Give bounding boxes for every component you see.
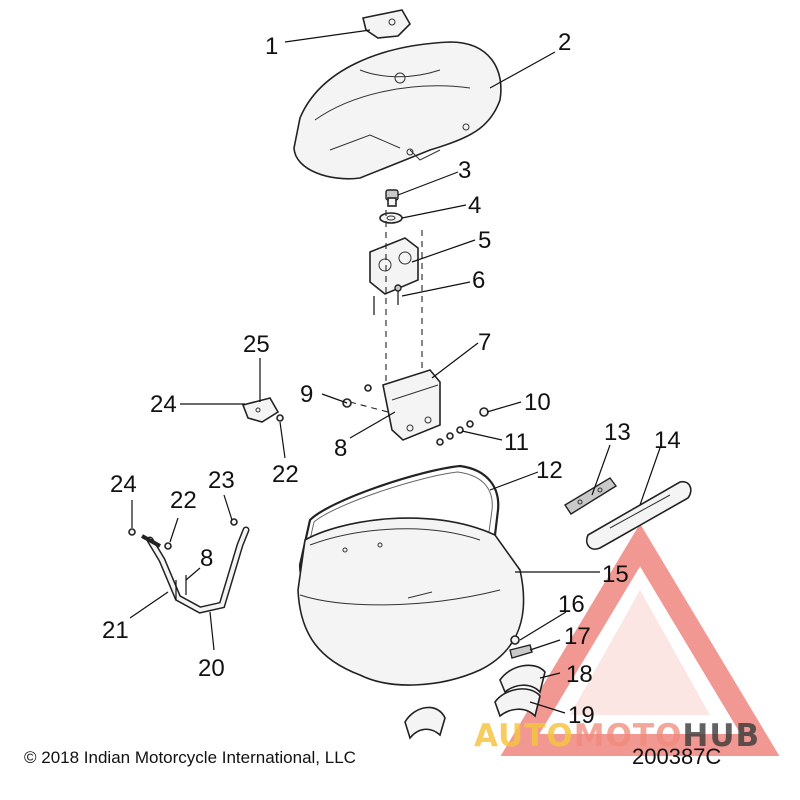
callout-6: 6: [472, 267, 485, 294]
part-15-saddlebag-body: [297, 517, 525, 686]
part-25-bracket: [241, 397, 284, 423]
watermark-part-auto: AUTO: [474, 718, 574, 754]
part-21-mount-arm: [128, 528, 172, 550]
watermark-logo-text: AUTOMOTOHUB: [474, 718, 760, 754]
watermark-part-hub: HUB: [682, 718, 761, 754]
callout-25: 25: [243, 331, 270, 358]
watermark-part-moto: MOTO: [573, 718, 683, 754]
callout-12: 12: [536, 457, 563, 484]
part-13-reflector: [564, 477, 618, 515]
part-1-lid-cap: [362, 9, 411, 39]
callout-11: 11: [504, 429, 529, 456]
callout-17: 17: [564, 623, 591, 650]
callout-2: 2: [558, 29, 571, 56]
callout-9: 9: [300, 381, 313, 408]
watermark-triangle: [500, 523, 780, 756]
copyright-notice: © 2018 Indian Motorcycle International, …: [24, 748, 356, 767]
diagram-code: 200387C: [632, 744, 722, 769]
callout-4: 4: [468, 192, 481, 219]
callout-16: 16: [558, 591, 585, 618]
part-18-clip: [499, 664, 546, 694]
part-17-plate: [509, 644, 533, 659]
callout-8b: 8: [200, 545, 213, 572]
callout-8: 8: [334, 435, 347, 462]
part-20-mount-bracket: [146, 526, 250, 614]
callout-20: 20: [198, 655, 225, 682]
callout-7: 7: [478, 329, 491, 356]
callout-15: 15: [602, 561, 629, 588]
callout-10: 10: [524, 389, 551, 416]
part-3-knob: [385, 189, 399, 207]
callout-5: 5: [478, 227, 491, 254]
part-9-screw: [342, 384, 372, 408]
part-10-screw: [479, 407, 489, 417]
part-19-clip: [494, 688, 541, 718]
part-14-trim: [585, 480, 692, 550]
part-7-latch-bracket: [382, 369, 441, 441]
callout-13: 13: [604, 419, 631, 446]
part-2-saddlebag-lid: [293, 41, 502, 180]
callout-22b: 22: [170, 487, 197, 514]
callout-1: 1: [265, 33, 278, 60]
callout-18: 18: [566, 661, 593, 688]
callout-24b: 24: [110, 471, 137, 498]
callout-3: 3: [458, 157, 471, 184]
callout-22: 22: [272, 461, 299, 488]
callout-21: 21: [102, 617, 129, 644]
callout-19: 19: [568, 702, 595, 729]
part-4-washer: [379, 212, 403, 224]
callout-14: 14: [654, 427, 681, 454]
part-5-latch: [369, 237, 419, 295]
part-6-screw: [373, 284, 402, 315]
part-16-screw: [510, 635, 520, 645]
callout-24: 24: [150, 391, 177, 418]
part-extra-bracket: [404, 706, 446, 740]
leader-lines: [129, 29, 661, 714]
part-8-bolts: [175, 575, 187, 600]
callout-23: 23: [208, 467, 235, 494]
part-23-screw: [230, 518, 238, 526]
part-11-nuts: [436, 420, 474, 446]
